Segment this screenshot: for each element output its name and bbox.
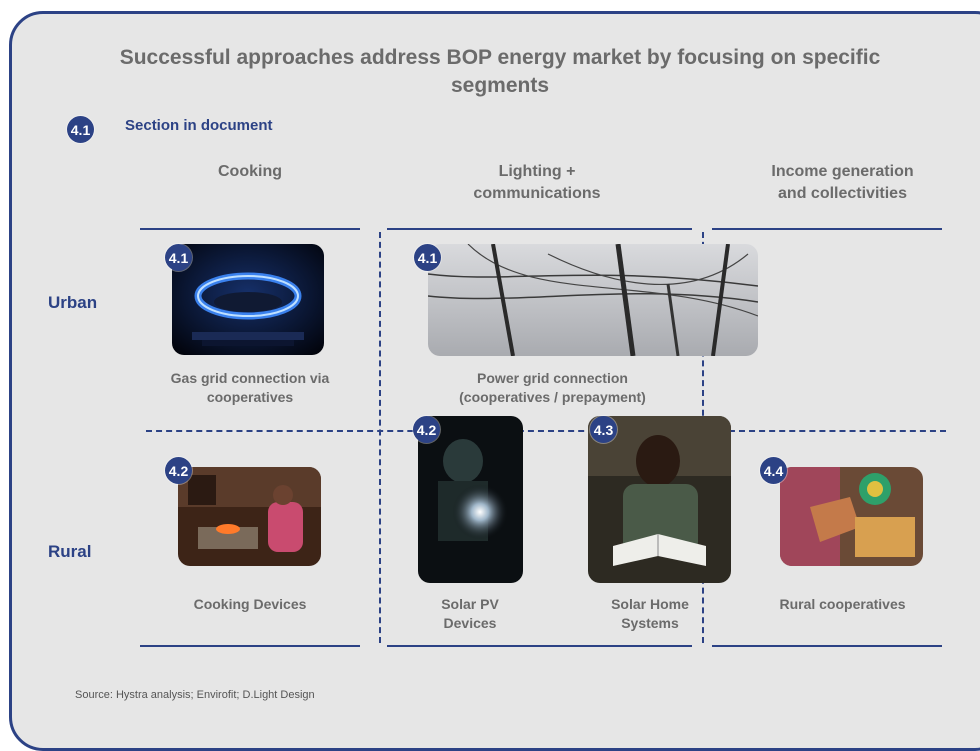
- row-divider: [146, 430, 946, 432]
- caption-solar-home: Solar Home Systems: [590, 595, 710, 633]
- row-header-urban: Urban: [48, 293, 98, 312]
- caption-gas-grid-line1: Gas grid connection via: [170, 370, 330, 386]
- column-header-income-line1: Income generation: [771, 163, 914, 180]
- column-header-lighting: Lighting + communications: [387, 161, 687, 205]
- column-header-lighting-line1: Lighting +: [498, 163, 576, 180]
- section-badge-cooking-devices: 4.2: [165, 457, 192, 484]
- bottom-rule-income: [712, 645, 942, 647]
- caption-cooking-devices: Cooking Devices: [193, 596, 307, 612]
- column-header-income: Income generation and collectivities: [720, 161, 965, 205]
- cooperative-photo: [780, 467, 923, 566]
- section-badge-solar-pv: 4.2: [413, 416, 440, 443]
- top-rule-lighting: [387, 228, 692, 230]
- source-note: Source: Hystra analysis; Envirofit; D.Li…: [75, 689, 315, 701]
- top-rule-cooking: [140, 228, 360, 230]
- caption-gas-grid: Gas grid connection via cooperatives: [140, 369, 360, 407]
- section-badge-solar-home: 4.3: [590, 416, 617, 443]
- caption-solar-home-line2: Systems: [621, 615, 679, 631]
- caption-solar-pv-line2: Devices: [443, 615, 497, 631]
- legend-badge: 4.1: [67, 116, 94, 143]
- gas-burner-photo: [172, 244, 324, 355]
- diagram-title: Successful approaches address BOP energy…: [119, 46, 881, 97]
- caption-power-grid: Power grid connection (cooperatives / pr…: [430, 369, 675, 407]
- caption-solar-pv: Solar PV Devices: [415, 595, 525, 633]
- caption-solar-pv-line1: Solar PV: [441, 596, 499, 612]
- cookstove-photo: [178, 467, 321, 566]
- caption-solar-home-line1: Solar Home: [611, 596, 689, 612]
- caption-gas-grid-line2: cooperatives: [206, 389, 294, 405]
- power-lines-photo: [428, 244, 758, 356]
- section-badge-gas-grid: 4.1: [165, 244, 192, 271]
- bottom-rule-cooking: [140, 645, 360, 647]
- section-badge-rural-coops: 4.4: [760, 457, 787, 484]
- top-rule-income: [712, 228, 942, 230]
- column-header-lighting-line2: communications: [473, 185, 601, 202]
- section-badge-power-grid: 4.1: [414, 244, 441, 271]
- column-header-income-line2: and collectivities: [778, 185, 907, 202]
- row-header-rural: Rural: [48, 542, 92, 561]
- solar-lamp-photo: [418, 416, 523, 583]
- bottom-rule-lighting: [387, 645, 692, 647]
- caption-power-grid-line2: (cooperatives / prepayment): [459, 389, 646, 405]
- column-header-cooking: Cooking: [218, 163, 282, 180]
- caption-power-grid-line1: Power grid connection: [477, 370, 628, 386]
- diagram-panel: [9, 11, 980, 751]
- legend-label: Section in document: [125, 117, 273, 134]
- caption-rural-coops: Rural cooperatives: [779, 596, 906, 612]
- column-divider-left: [379, 232, 381, 643]
